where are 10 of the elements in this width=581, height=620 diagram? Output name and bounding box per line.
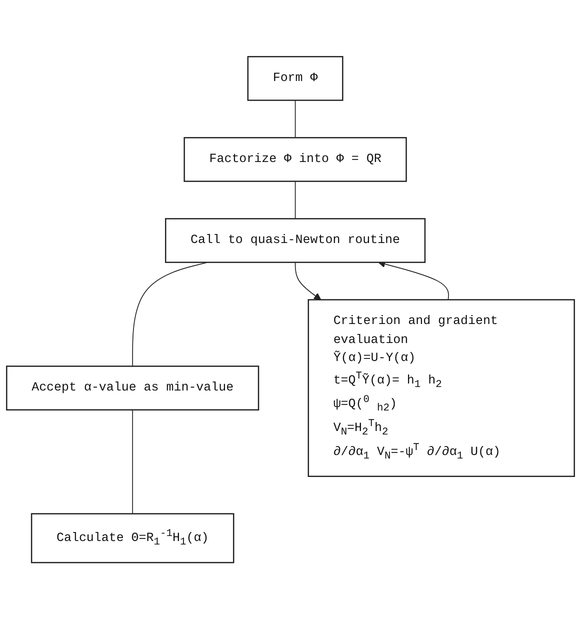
node-box: Factorize Φ into Φ = QR <box>184 137 407 182</box>
connector <box>132 410 133 515</box>
node-box: Accept α-value as min-value <box>6 366 260 411</box>
node-box: Call to quasi-Newton routine <box>165 218 426 264</box>
node-box: Criterion and gradient evaluation Ỹ(α)=U-Y(α) t=Q$^{T}$Ỹ(α)= h$_{1}$ h$_{2}$ ψ=Q($^{0}$ $_{h2}$) V$_{N}$=H$_{2}$$^{T}$h$_{2}$ ∂/∂α$_{1}$ V$_{N}$=-ψ$^{T}$ ∂/∂α$_{1}$ U(α) <box>308 300 575 478</box>
connector <box>294 100 296 138</box>
node-box: Calculate Θ=R$_{1}$$^{-1}$H$_{1}$(α) <box>30 514 234 564</box>
connector <box>294 181 296 220</box>
node-box: Form Φ <box>247 56 344 102</box>
arrow <box>294 262 322 300</box>
